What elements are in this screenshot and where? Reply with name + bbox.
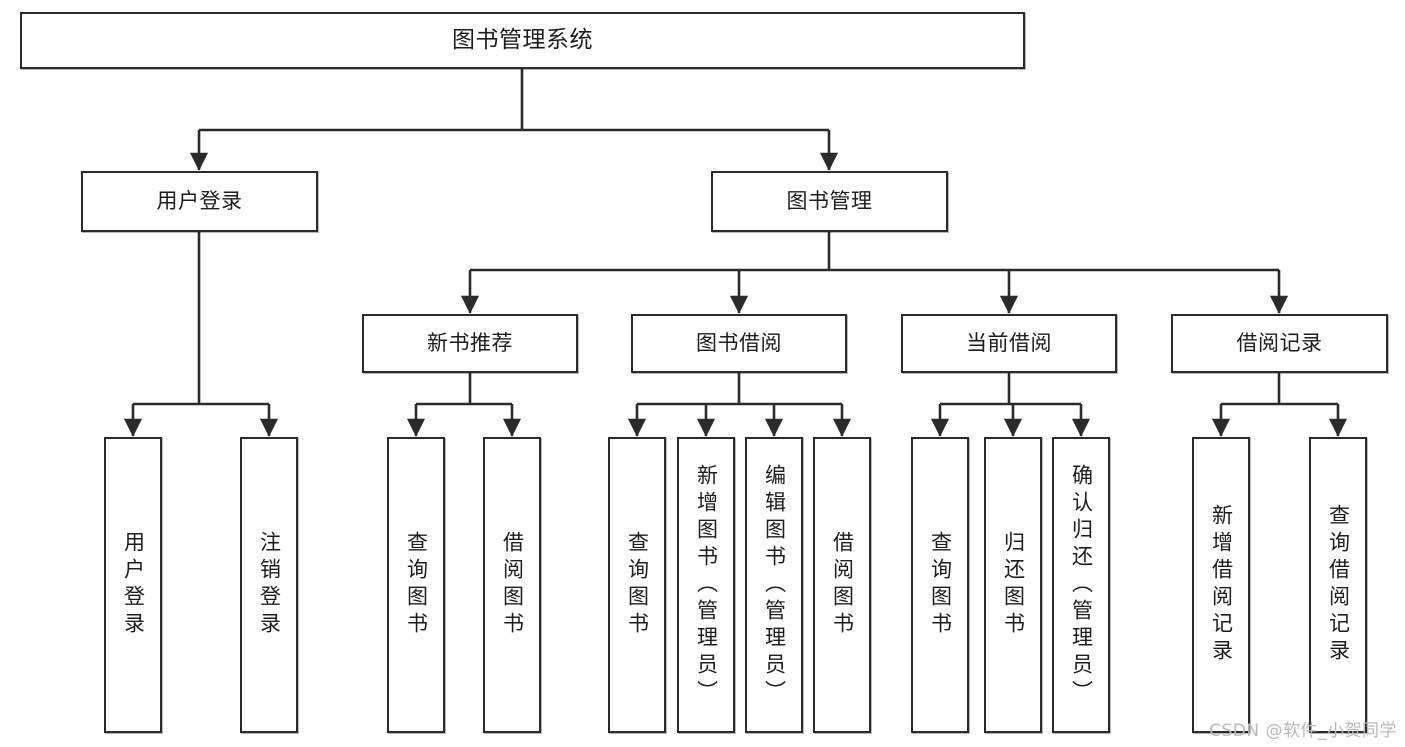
leaf-text-wrap: 借阅图书	[815, 439, 869, 731]
node-label: 当前借阅	[966, 331, 1052, 356]
node-root: 图书管理系统	[20, 12, 1025, 69]
node-leaf-query-book-1: 查询图书	[387, 437, 445, 733]
node-leaf-query-book-2: 查询图书	[608, 437, 666, 733]
leaf-text-wrap: 编辑图书（管理员）	[747, 439, 801, 731]
node-book-borrow: 图书借阅	[631, 314, 847, 373]
leaf-text-wrap: 新增借阅记录	[1194, 439, 1248, 731]
node-label: 查询图书	[404, 531, 429, 639]
node-borrow-record: 借阅记录	[1171, 314, 1388, 373]
node-leaf-add-book: 新增图书（管理员）	[677, 437, 735, 733]
node-leaf-query-book-3: 查询图书	[911, 437, 969, 733]
leaf-text-wrap: 确认归还（管理员）	[1054, 439, 1108, 731]
node-label: 借阅图书	[500, 531, 525, 639]
node-label: 图书管理	[786, 189, 873, 214]
node-label: 新增借阅记录	[1209, 504, 1234, 666]
node-label: 查询图书	[928, 531, 953, 639]
csdn-watermark: CSDN @软件_小贺同学	[1209, 721, 1397, 741]
node-leaf-user-login: 用户登录	[104, 437, 162, 733]
node-label: 查询图书	[625, 531, 650, 639]
node-label: 图书借阅	[696, 331, 782, 356]
node-label: 用户登录	[121, 531, 146, 639]
node-user-login: 用户登录	[81, 171, 318, 232]
node-new-book-recommend: 新书推荐	[362, 314, 578, 373]
leaf-text-wrap: 查询图书	[913, 439, 967, 731]
node-label: 归还图书	[1001, 531, 1026, 639]
node-leaf-borrow-book-2: 借阅图书	[813, 437, 871, 733]
node-leaf-user-logout: 注销登录	[240, 437, 298, 733]
node-book-manage: 图书管理	[711, 171, 948, 232]
node-label: 借阅记录	[1236, 331, 1323, 356]
node-label: 借阅图书	[830, 531, 855, 639]
node-label: 确认归还（管理员）	[1069, 463, 1094, 707]
node-label: 查询借阅记录	[1326, 504, 1351, 666]
leaf-text-wrap: 新增图书（管理员）	[679, 439, 733, 731]
node-leaf-return-book: 归还图书	[984, 437, 1042, 733]
leaf-text-wrap: 注销登录	[242, 439, 296, 731]
leaf-text-wrap: 查询图书	[610, 439, 664, 731]
node-leaf-borrow-book-1: 借阅图书	[483, 437, 541, 733]
node-label: 用户登录	[156, 189, 243, 214]
leaf-text-wrap: 查询图书	[389, 439, 443, 731]
leaf-text-wrap: 归还图书	[986, 439, 1040, 731]
leaf-text-wrap: 查询借阅记录	[1311, 439, 1365, 731]
leaf-text-wrap: 用户登录	[106, 439, 160, 731]
node-leaf-add-record: 新增借阅记录	[1192, 437, 1250, 733]
node-label: 新增图书（管理员）	[694, 463, 719, 707]
node-label: 编辑图书（管理员）	[762, 463, 787, 707]
node-label: 图书管理系统	[452, 26, 593, 53]
node-leaf-confirm-return: 确认归还（管理员）	[1052, 437, 1110, 733]
node-leaf-query-record: 查询借阅记录	[1309, 437, 1367, 733]
node-current-borrow: 当前借阅	[901, 314, 1117, 373]
node-label: 注销登录	[257, 531, 282, 639]
node-label: 新书推荐	[427, 331, 513, 356]
node-leaf-edit-book: 编辑图书（管理员）	[745, 437, 803, 733]
leaf-text-wrap: 借阅图书	[485, 439, 539, 731]
